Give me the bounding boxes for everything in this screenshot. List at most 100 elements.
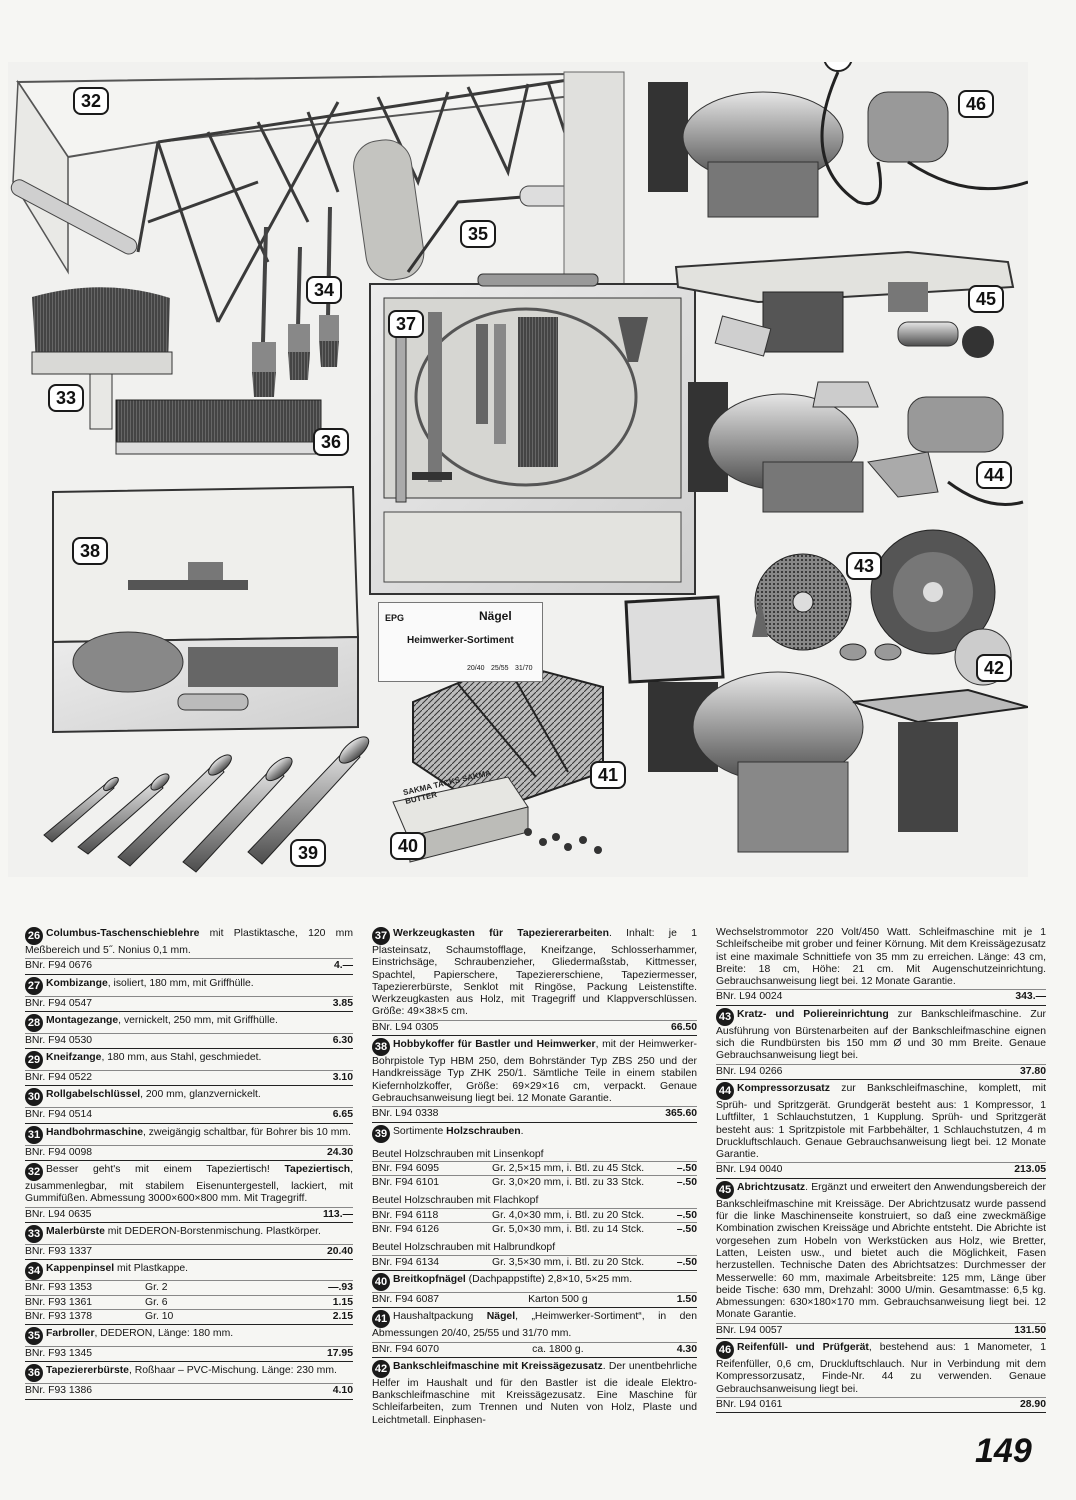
polishing-brushes-image — [752, 529, 996, 661]
price: 343.— — [1015, 991, 1046, 1003]
entry-title: Nägel — [486, 1311, 516, 1323]
figure-badge-39: 39 — [290, 839, 326, 867]
order-number: BNr. F94 0530 — [25, 1034, 93, 1046]
figure-badge-36: 36 — [313, 428, 349, 456]
item-number-badge: 37 — [372, 927, 390, 945]
figure-badge-34: 34 — [306, 276, 342, 304]
price: 24.30 — [326, 1146, 353, 1158]
group-heading: Beutel Holzschrauben mit Halbrundkopf — [372, 1242, 556, 1254]
entry-title: Hobbykoffer für Bastler und Heimwerker — [393, 1039, 596, 1051]
item-number-badge: 41 — [372, 1310, 390, 1329]
order-number: BNr. F94 0098 — [25, 1146, 93, 1158]
figure-badge-37: 37 — [388, 310, 424, 338]
figure-badge-46: 46 — [958, 90, 994, 118]
price: –.50 — [676, 1209, 697, 1221]
nail-assortment-card: EPG Nägel Heimwerker-Sortiment 20/40 25/… — [378, 602, 543, 682]
price: 113.— — [322, 1208, 353, 1220]
entry-title: Farbroller — [46, 1328, 95, 1340]
entry-title: Breitkopfnägel — [393, 1273, 466, 1285]
item-number-badge: 28 — [25, 1013, 43, 1032]
item-number-badge: 46 — [716, 1341, 734, 1360]
item-number-badge: 34 — [25, 1262, 43, 1281]
price: 3.10 — [332, 1072, 353, 1084]
entry-continued-text: Wechselstrommotor 220 Volt/450 Watt. Sch… — [716, 927, 1046, 988]
order-row: BNr. F94 0098 24.30 — [25, 1144, 353, 1159]
price: 4.— — [333, 960, 353, 972]
figure-badge-33: 33 — [48, 384, 84, 412]
wallpaper-toolbox-image — [369, 71, 696, 595]
order-number: BNr. F94 6087 — [372, 1293, 440, 1305]
tire-inflator-gauge-image — [648, 62, 1028, 218]
item-number-badge: 45 — [716, 1180, 734, 1199]
order-row: BNr. L94 0338 365.60 — [372, 1106, 697, 1120]
catalog-entry: Wechselstrommotor 220 Volt/450 Watt. Sch… — [716, 925, 1046, 1006]
order-number: BNr. L94 0338 — [372, 1108, 439, 1120]
entry-title: Kombizange — [46, 977, 108, 989]
entry-text: , zweigängig schaltbar, für Bohrer bis 1… — [143, 1126, 351, 1138]
order-number: BNr. F94 6118 — [372, 1209, 439, 1221]
paint-brush-image — [31, 287, 173, 430]
entry-title: Holzschrauben — [446, 1125, 521, 1137]
order-number: BNr. F93 1386 — [25, 1385, 93, 1397]
size-text: Gr. 5,0×30 mm, i. Btl. zu 14 Stck. — [492, 1224, 645, 1236]
price: 4.10 — [332, 1385, 353, 1397]
wallpaper-brush-image — [115, 399, 322, 455]
price: –.50 — [676, 1162, 697, 1174]
entry-text: , isoliert, 180 mm, mit Griffhülle. — [107, 977, 254, 989]
entry-text: mit DEDERON-Borstenmischung. Plastkörper… — [104, 1225, 321, 1237]
size-text: Gr. 10 — [145, 1310, 174, 1322]
entry-text: zur Bankschleifmaschine, komplett, mit S… — [716, 1082, 1046, 1161]
entry-title: Tapeziertisch — [284, 1164, 351, 1176]
price: —.93 — [328, 1282, 353, 1294]
group-heading: Beutel Holzschrauben mit Linsenkopf — [372, 1148, 544, 1160]
entry-text: mit Plastkappe. — [114, 1263, 189, 1275]
entry-title: Malerbürste — [46, 1225, 105, 1237]
entry-title: Kompressorzusatz — [737, 1082, 830, 1094]
figure-badge-40: 40 — [390, 832, 426, 860]
entry-title: Bankschleifmaschine mit Kreissägezusatz — [393, 1360, 603, 1372]
card-nails: Nägel — [479, 609, 512, 623]
planer-attachment-image — [674, 250, 1015, 358]
price: 1.50 — [676, 1293, 697, 1305]
entry-text: , „Heimwerker-Sortiment“, in den Abmessu… — [372, 1311, 697, 1340]
item-number-badge: 38 — [372, 1038, 390, 1057]
package-size: ca. 1800 g. — [532, 1343, 584, 1355]
price: 365.60 — [665, 1108, 697, 1120]
price: 2.15 — [332, 1310, 353, 1322]
item-number-badge: 27 — [25, 976, 43, 995]
size-text: Gr. 3,5×30 mm, i. Btl. zu 20 Stck. — [492, 1256, 645, 1268]
product-photo-collage: EPG Nägel Heimwerker-Sortiment 20/40 25/… — [8, 62, 1028, 877]
entry-title: Werkzeugkasten für Tapeziererarbeiten — [393, 928, 609, 939]
entry-intro-text: Besser geht's mit einem Tapeziertisch! — [46, 1164, 285, 1176]
group-heading: Beutel Holzschrauben mit Flachkopf — [372, 1195, 539, 1207]
entry-text: , zusammenlegbar, mit stabilem Eisenunte… — [25, 1164, 353, 1205]
